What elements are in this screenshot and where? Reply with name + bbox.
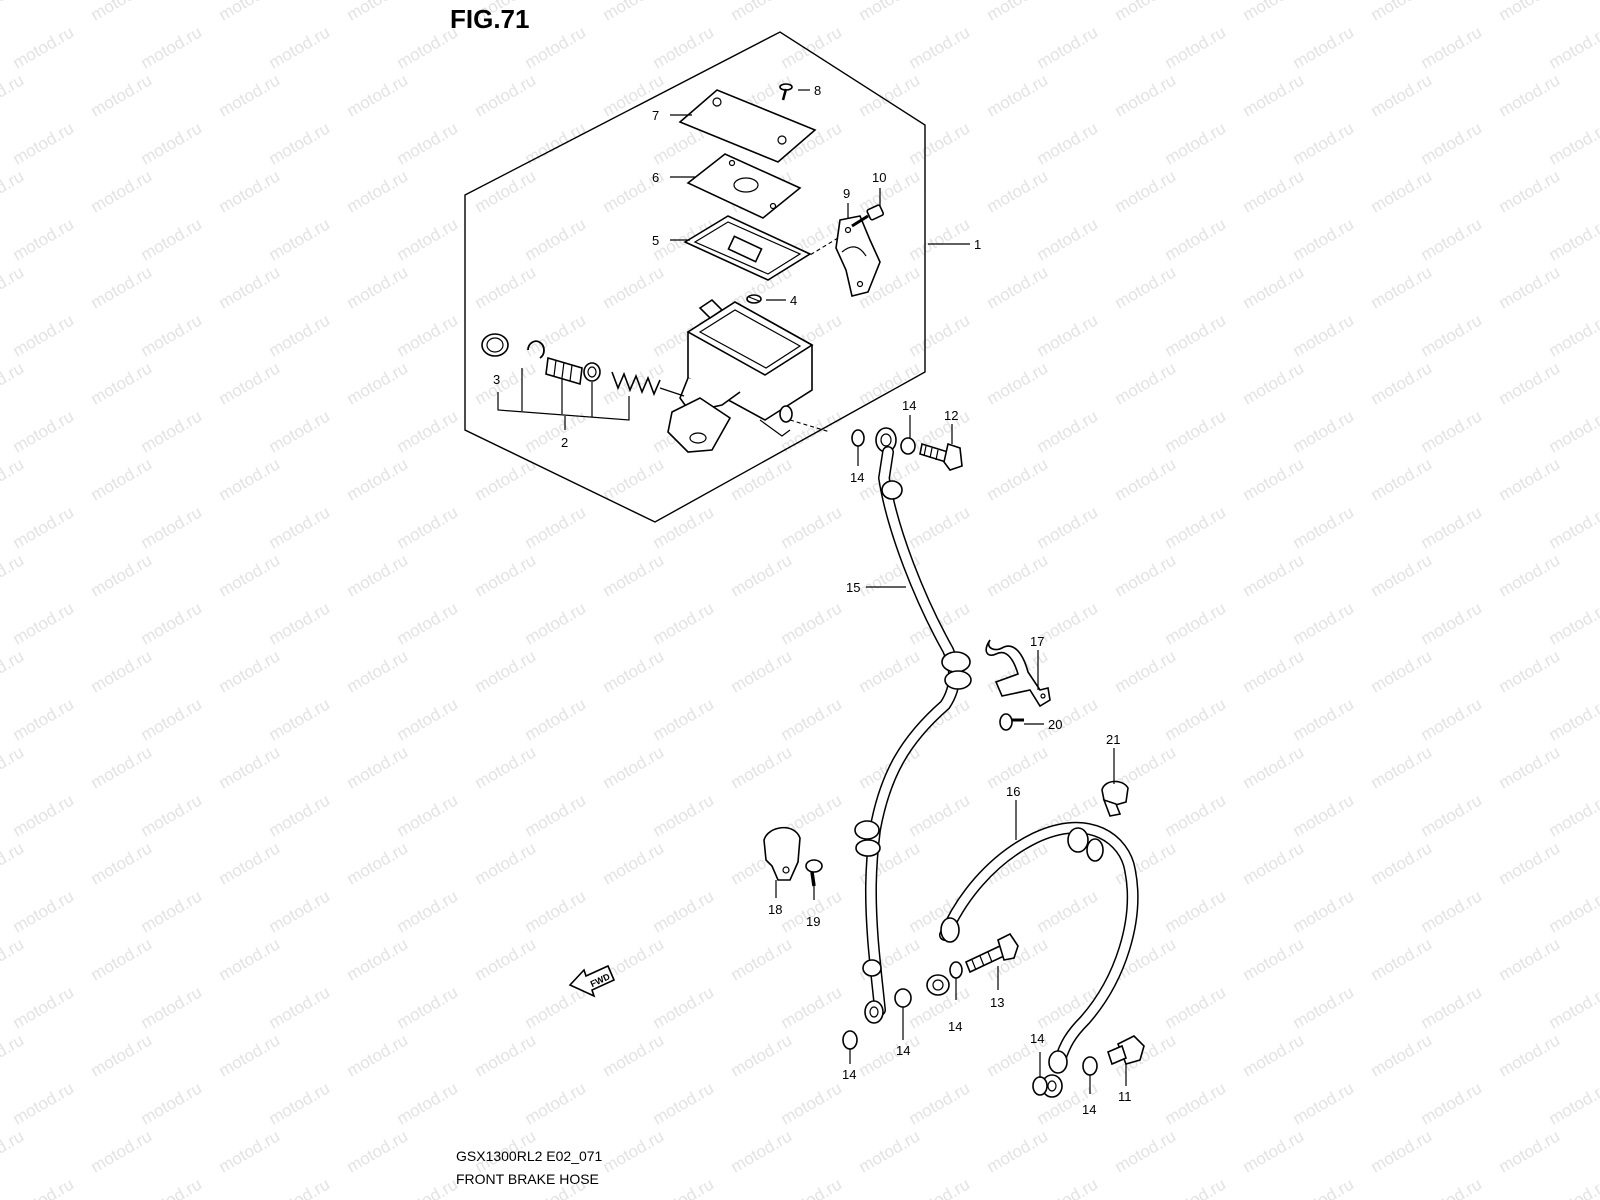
- washer-14-a: [851, 429, 865, 447]
- callout-16: 16: [1006, 784, 1020, 799]
- callout-10: 10: [872, 170, 886, 185]
- part-10-bolt: [851, 204, 885, 228]
- callout-17: 17: [1030, 634, 1044, 649]
- guide-line-banjo-top: [789, 419, 831, 433]
- part-8-screw: [779, 83, 793, 101]
- callout-14-f: 14: [1030, 1031, 1044, 1046]
- callout-14-a: 14: [902, 398, 916, 413]
- washer-14-d: [894, 988, 912, 1008]
- guide-line-9: [809, 237, 839, 256]
- callout-14-b: 14: [850, 470, 864, 485]
- callout-19: 19: [806, 914, 820, 929]
- diagram-caption: FRONT BRAKE HOSE: [456, 1171, 599, 1187]
- washer-14-b: [900, 437, 916, 455]
- callout-14-d: 14: [896, 1043, 910, 1058]
- leader-2: [497, 392, 630, 421]
- part-17-clamp: [985, 639, 1051, 708]
- part-3-boot: [481, 333, 509, 357]
- callout-9: 9: [843, 186, 850, 201]
- model-code: GSX1300RL2 E02_071: [456, 1148, 603, 1164]
- hose-15-top-fitting: [875, 427, 897, 453]
- washer-14-c: [842, 1030, 858, 1050]
- callout-14-g: 14: [1082, 1102, 1096, 1117]
- callout-1: 1: [974, 237, 981, 252]
- part-5-diaphragm: [683, 215, 812, 281]
- part-9-clamp: [835, 215, 881, 297]
- callout-6: 6: [652, 170, 659, 185]
- callout-13: 13: [990, 995, 1004, 1010]
- washer-14-e: [949, 961, 963, 979]
- leader-lines: [670, 89, 1127, 1094]
- part-12-banjo-bolt: [919, 442, 963, 471]
- part-13-banjo-bolt: [964, 932, 1019, 974]
- assembly-outline: [464, 31, 926, 523]
- master-cylinder-body: [667, 298, 814, 453]
- callout-14-e: 14: [842, 1067, 856, 1082]
- callout-20: 20: [1048, 717, 1062, 732]
- part-4-screw: [746, 294, 762, 304]
- callout-11: 11: [1118, 1089, 1132, 1104]
- part-2-piston-set: [527, 340, 685, 397]
- part-15-brake-hose: [854, 446, 972, 1024]
- washer-14-g: [1082, 1056, 1098, 1076]
- callout-21: 21: [1106, 732, 1120, 747]
- callout-4: 4: [790, 293, 797, 308]
- callout-3: 3: [493, 372, 500, 387]
- callout-5: 5: [652, 233, 659, 248]
- callout-7: 7: [652, 108, 659, 123]
- part-21-clip: [1101, 780, 1129, 817]
- part-20-bolt: [999, 713, 1024, 731]
- callout-15: 15: [846, 580, 860, 595]
- part-18-clamp: [763, 826, 801, 881]
- part-11-bolt: [1107, 1035, 1145, 1066]
- callout-2: 2: [561, 435, 568, 450]
- callout-14-c: 14: [948, 1019, 962, 1034]
- part-19-bolt: [805, 859, 823, 887]
- callout-18: 18: [768, 902, 782, 917]
- figure-title: FIG.71: [450, 4, 530, 34]
- part-6-plate: [686, 153, 802, 219]
- callout-12: 12: [944, 408, 958, 423]
- fwd-arrow-icon: FWD: [568, 964, 616, 998]
- callout-8: 8: [814, 83, 821, 98]
- part-7-reservoir-cap: [678, 89, 817, 163]
- washer-14-f: [1032, 1076, 1048, 1096]
